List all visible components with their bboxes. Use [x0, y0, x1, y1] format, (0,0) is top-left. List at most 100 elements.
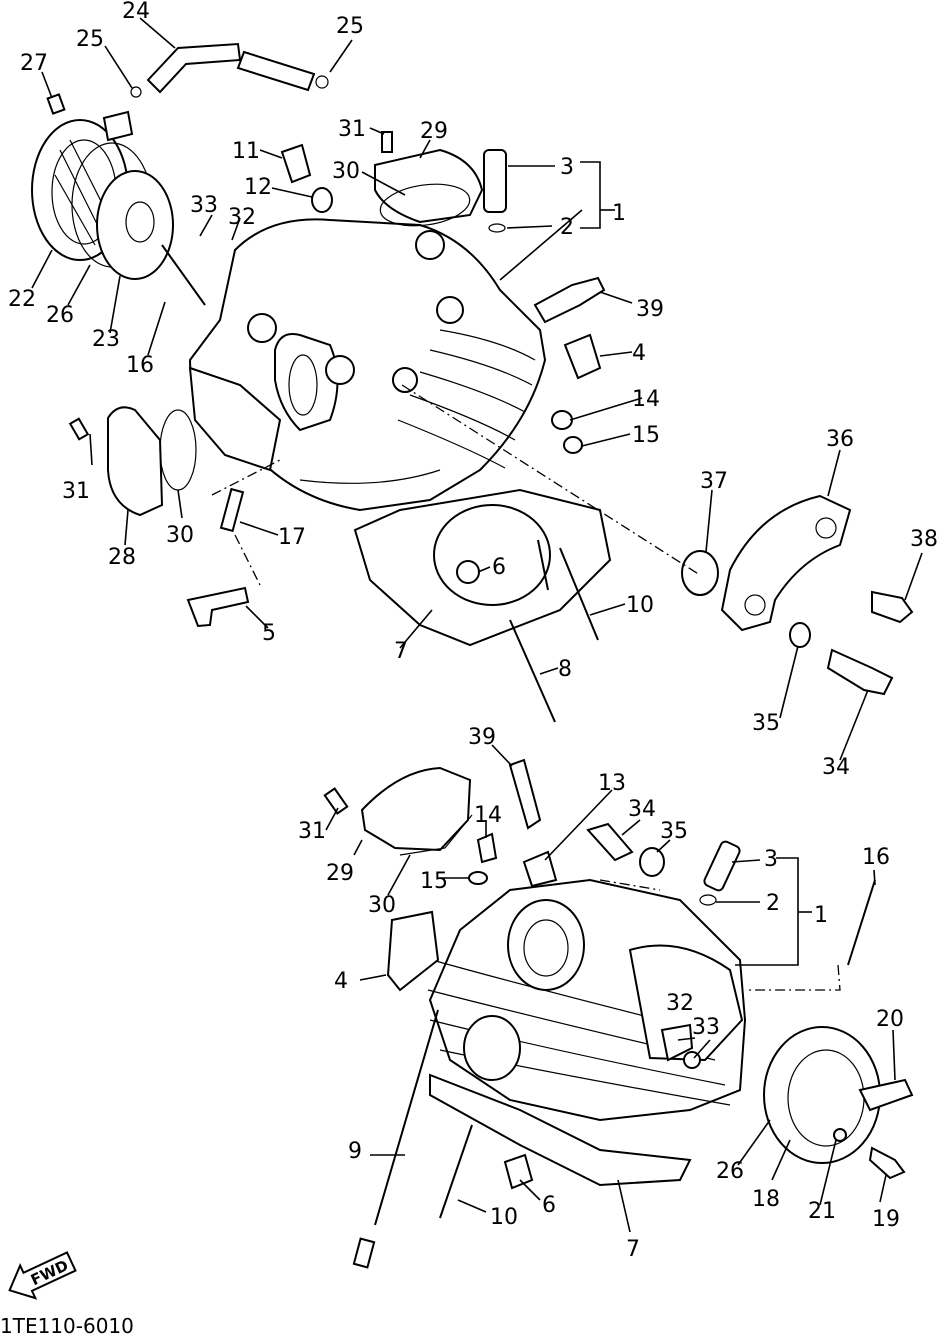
- lower-port-inner: [523, 919, 569, 977]
- head-left-flange: [188, 366, 282, 472]
- pin-17: [219, 487, 245, 533]
- insulator-4-lower: [386, 910, 440, 992]
- callout-31-left: 31: [62, 479, 90, 504]
- cover-28: [107, 406, 164, 517]
- callout-32-lower: 32: [666, 991, 694, 1016]
- diagram-code: 1TE110-6010: [0, 1314, 134, 1337]
- callout-10-top: 10: [626, 593, 654, 618]
- fwd-arrow: FWD: [8, 1251, 77, 1300]
- clip-2: [488, 223, 506, 233]
- lower-dome: [628, 944, 744, 1062]
- head-ports: [274, 333, 339, 432]
- callout-20: 20: [876, 1007, 904, 1032]
- callout-11: 11: [232, 139, 260, 164]
- callout-19: 19: [872, 1207, 900, 1232]
- callout-34-lower: 34: [628, 797, 656, 822]
- head-fins: [299, 329, 536, 484]
- callout-34-top: 34: [822, 755, 850, 780]
- head-boss-b: [415, 230, 445, 260]
- callout-37: 37: [700, 469, 728, 494]
- cover-boss-27: [102, 110, 134, 142]
- bracket-32-lower: [660, 1023, 694, 1062]
- upper-assembly: [31, 42, 914, 723]
- callout-24: 24: [122, 0, 150, 24]
- insulator-4: [563, 333, 602, 380]
- callout-29-lower: 29: [326, 861, 354, 886]
- lower-port: [507, 899, 585, 991]
- head-boss-c: [325, 355, 355, 385]
- callout-30-top: 30: [332, 159, 360, 184]
- plate-hub: [125, 201, 155, 243]
- gasket-30-left: [159, 409, 197, 491]
- callout-38: 38: [910, 527, 938, 552]
- callout-3-top: 3: [560, 155, 574, 180]
- stud-16: [161, 244, 206, 306]
- nut-14: [551, 410, 573, 430]
- head-boss-d: [392, 367, 418, 393]
- callout-28: 28: [108, 545, 136, 570]
- callout-15-top: 15: [632, 423, 660, 448]
- hose-clip-left: [130, 86, 142, 98]
- bolt-31-lower: [323, 787, 349, 815]
- callout-26-top: 26: [46, 303, 74, 328]
- callout-2-lower: 2: [766, 891, 780, 916]
- callout-29-top: 29: [420, 119, 448, 144]
- washer-35-lower: [639, 847, 665, 877]
- callout-30-lower: 30: [368, 893, 396, 918]
- stud-upper: [537, 539, 549, 591]
- callout-36: 36: [826, 427, 854, 452]
- spark-plug-39: [533, 276, 606, 324]
- callout-18: 18: [752, 1187, 780, 1212]
- bolt-27: [46, 93, 66, 115]
- gasket-7-lower: [429, 1073, 692, 1187]
- cap-13: [522, 850, 558, 888]
- cylinder-head-upper: [188, 218, 547, 512]
- washer-35: [789, 622, 811, 648]
- callout-23: 23: [92, 327, 120, 352]
- callout-16-lower: 16: [862, 845, 890, 870]
- nut-14-lower: [476, 832, 498, 864]
- callout-21: 21: [808, 1199, 836, 1224]
- callout-16-top: 16: [126, 353, 154, 378]
- callout-22: 22: [8, 287, 36, 312]
- bracket-hole: [744, 594, 766, 616]
- head-boss-a: [247, 313, 277, 343]
- stud-10: [559, 547, 599, 641]
- washer-15: [563, 436, 583, 454]
- callout-8: 8: [558, 657, 572, 682]
- callout-6-lower: 6: [542, 1193, 556, 1218]
- cap-11: [280, 143, 312, 184]
- callout-39-top: 39: [636, 297, 664, 322]
- lower-fins: [427, 959, 731, 1106]
- bolt-31-top: [381, 131, 393, 153]
- callout-33-lower: 33: [692, 1015, 720, 1040]
- cover-29-lower: [360, 766, 472, 852]
- gasket-30-lower: [399, 814, 473, 856]
- spark-plug-39-lower: [508, 758, 542, 830]
- callout-1-lower: 1: [814, 903, 828, 928]
- lower-boss-left: [463, 1015, 521, 1081]
- breather-hose: [146, 42, 242, 94]
- callout-39-lower: 39: [468, 725, 496, 750]
- valve-guide-3: [483, 149, 507, 213]
- callout-26-lower: 26: [716, 1159, 744, 1184]
- head-port-inner: [288, 354, 318, 416]
- cover-29: [374, 148, 484, 224]
- callout-33-top: 33: [190, 193, 218, 218]
- bolt-21: [833, 1128, 847, 1142]
- callout-25-left: 25: [76, 27, 104, 52]
- callout-14-top: 14: [632, 387, 660, 412]
- valve-guide-3-lower: [703, 840, 741, 892]
- stud-9: [374, 1009, 439, 1226]
- bracket-20: [858, 1078, 914, 1112]
- bolt-38: [871, 590, 914, 624]
- callout-7-top: 7: [394, 639, 408, 664]
- callout-2-top: 2: [560, 215, 574, 240]
- callout-35-lower: 35: [660, 819, 688, 844]
- callout-35-top: 35: [752, 711, 780, 736]
- lower-assembly: [323, 758, 914, 1269]
- bolt-34: [826, 648, 894, 696]
- plate-23: [96, 170, 174, 280]
- callout-30-left: 30: [166, 523, 194, 548]
